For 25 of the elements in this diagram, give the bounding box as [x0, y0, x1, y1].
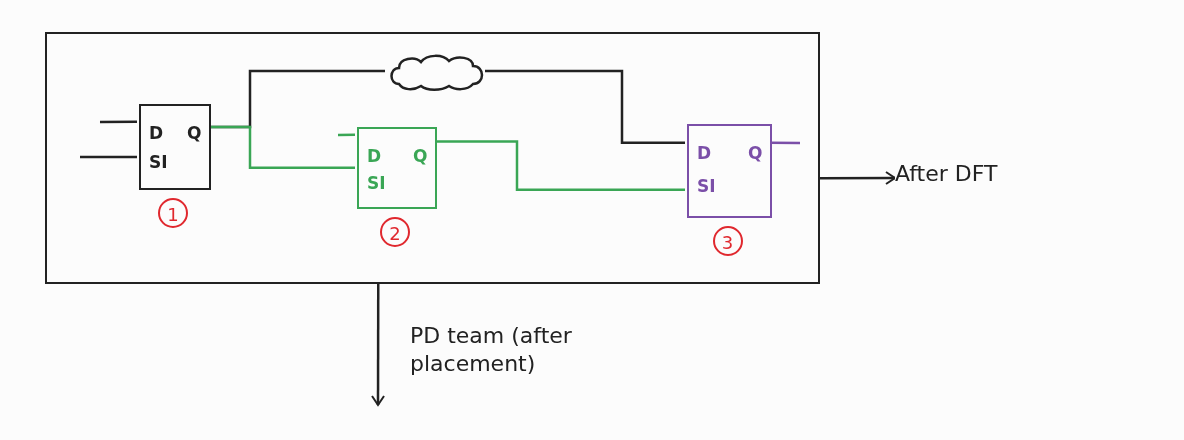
- callout-number: 1: [158, 198, 188, 228]
- pin-label: D: [697, 144, 712, 162]
- pin-label: SI: [697, 177, 716, 195]
- flip-flop-box: [687, 124, 772, 218]
- wire: [338, 133, 355, 137]
- pin-label: Q: [187, 124, 202, 142]
- pin-label: SI: [149, 153, 168, 171]
- wire: [209, 125, 355, 169]
- wire: [435, 140, 685, 191]
- flip-flop-box: [139, 104, 211, 190]
- frame-box: [45, 32, 820, 284]
- flip-flop-box: [357, 127, 437, 209]
- pin-label: D: [149, 124, 164, 142]
- pin-label: D: [367, 147, 382, 165]
- callout-number: 3: [712, 226, 743, 256]
- arrow: [371, 284, 385, 406]
- pin-label: SI: [367, 174, 386, 192]
- wire: [100, 120, 137, 124]
- wire: [80, 155, 137, 159]
- arrow: [820, 171, 896, 185]
- pin-label: Q: [413, 147, 428, 165]
- wire: [485, 69, 685, 144]
- callout-number: 2: [380, 217, 410, 247]
- pin-label: Q: [748, 144, 763, 162]
- wire: [770, 141, 800, 145]
